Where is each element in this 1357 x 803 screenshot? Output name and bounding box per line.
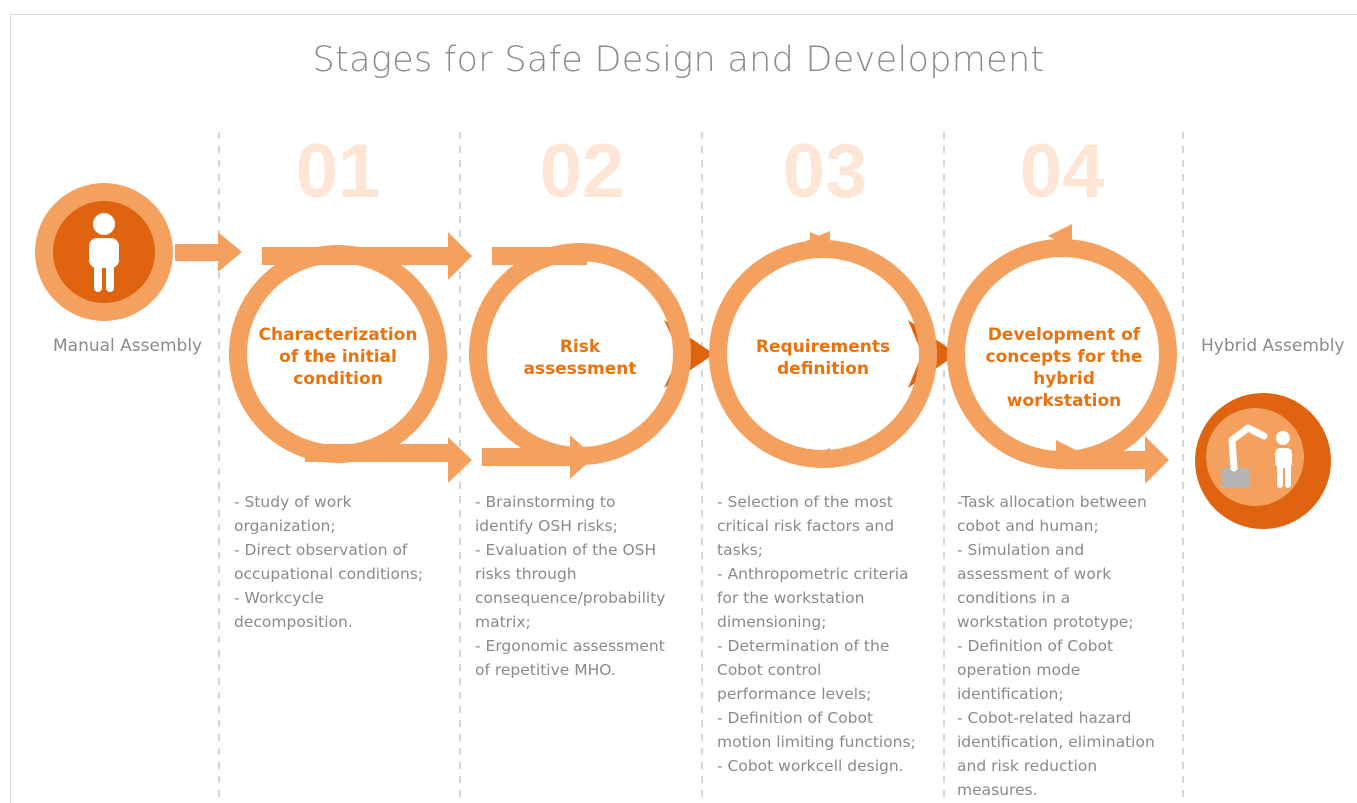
stage-2-number: 02 xyxy=(539,129,625,214)
hybrid-assembly-label: Hybrid Assembly xyxy=(1201,336,1345,356)
hybrid-assembly-cobot-icon xyxy=(1195,393,1331,529)
diagram-frame xyxy=(10,14,1357,803)
stage-1-number: 01 xyxy=(295,129,381,214)
manual-assembly-label: Manual Assembly xyxy=(53,336,203,356)
flow-arrowheads xyxy=(448,224,1169,484)
diagram-title: Stages for Safe Design and Development xyxy=(312,40,1045,80)
entry-arrow xyxy=(175,232,242,272)
tangent-bars xyxy=(262,247,1148,469)
stage-3-number: 03 xyxy=(782,129,868,214)
stage-4-number: 04 xyxy=(1019,129,1105,214)
manual-assembly-person-icon xyxy=(35,183,173,321)
